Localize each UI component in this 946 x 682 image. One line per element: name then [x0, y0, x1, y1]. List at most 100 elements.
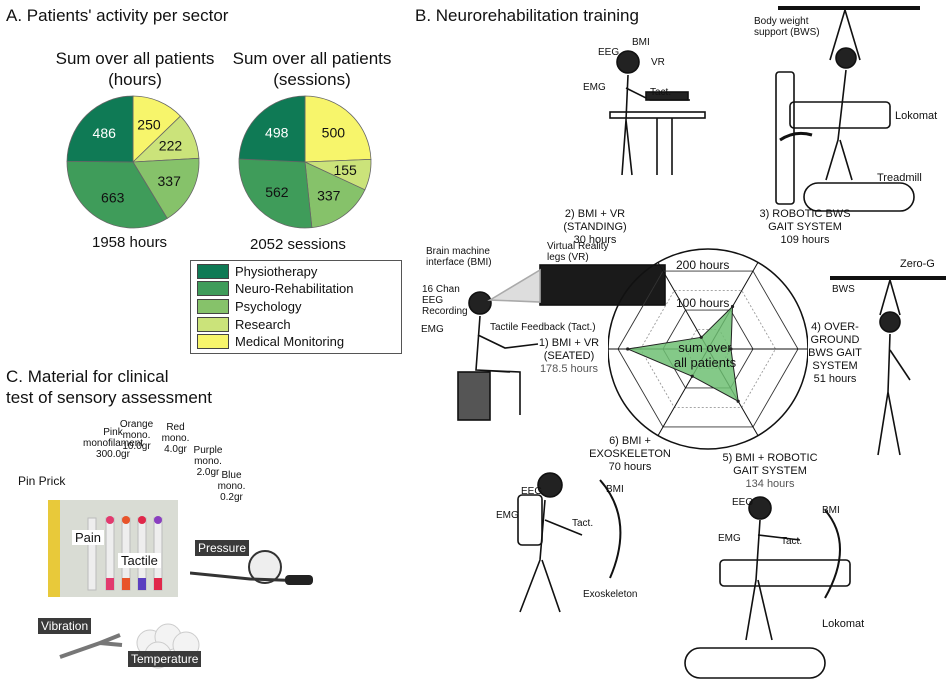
pie-value-label: 155	[333, 162, 357, 178]
label-purple-line1: Purple	[193, 445, 223, 456]
label-lokomat-5: Lokomat	[822, 618, 865, 630]
training-2-hours: 30 hours	[573, 234, 617, 246]
pie-sessions-subtitle-line1: Sum over all patients	[232, 49, 392, 68]
pie-value-label: 337	[317, 187, 341, 203]
pie-value-label: 250	[137, 116, 161, 132]
label-vr-long: Virtual Reality legs (VR)	[547, 241, 609, 263]
pie-hours-subtitle: Sum over all patients (hours)	[40, 48, 230, 90]
label-vr-standing: VR	[651, 57, 665, 68]
label-treadmill: Treadmill	[877, 172, 922, 184]
radar-chart	[608, 248, 808, 450]
label-bmi-exo: BMI	[606, 484, 624, 495]
label-emg-lokomat: EMG	[718, 533, 741, 544]
label-eeg-long-line2: EEG	[422, 295, 444, 306]
training-4-line4: SYSTEM	[812, 360, 858, 372]
zero-g-figure	[830, 276, 946, 456]
label-pink-line3: 300.0gr	[96, 449, 130, 460]
radar-outer-circle	[608, 248, 808, 450]
lokomat-robotic-figure	[775, 6, 920, 212]
training-2-label: 2) BMI + VR (STANDING) 30 hours	[540, 208, 650, 247]
exoskeleton-figure	[517, 472, 622, 613]
legend-swatch	[197, 299, 229, 314]
legend-label: Neuro-Rehabilitation	[235, 281, 354, 296]
training-6-hours: 70 hours	[608, 461, 652, 473]
training-illustrations	[457, 6, 946, 679]
pie-charts-svg: 250 222 337 663 486 500 155 337 562 498	[66, 95, 372, 229]
label-purple: Purple mono. 2.0gr	[188, 445, 228, 478]
legend-item-psychology: Psychology	[197, 299, 301, 314]
training-4-line3: BWS GAIT	[808, 347, 862, 359]
label-bws-line2: support (BWS)	[754, 27, 820, 38]
label-pink-line2: monofilament	[83, 438, 144, 449]
pie-value-label: 486	[93, 125, 117, 141]
label-tact-exo: Tact.	[572, 518, 594, 529]
training-1-hours: 178.5 hours	[539, 363, 599, 375]
radar-axis-line	[657, 262, 709, 350]
pie-slice-psychology	[304, 161, 366, 229]
label-pain: Pain	[72, 530, 105, 545]
label-red: Red mono. 4.0gr	[158, 422, 193, 455]
label-bmi-long: Brain machine interface (BMI)	[426, 246, 492, 268]
label-bmi-long-line1: Brain machine	[426, 246, 490, 257]
training-2-line1: 2) BMI + VR	[564, 208, 626, 220]
legend-item-medical-monitoring: Medical Monitoring	[197, 334, 344, 349]
label-orange-line2: mono.	[122, 430, 151, 441]
radar-ring-label-200: 200 hours	[676, 258, 730, 272]
pie-value-label: 663	[101, 190, 125, 206]
training-4-line1: 4) OVER-	[811, 321, 859, 333]
standing-bmi-figure	[609, 50, 706, 176]
pie-value-label: 498	[265, 124, 289, 140]
pie-chart-sessions: 500 155 337 562 498	[238, 95, 372, 229]
radar-center-label: sum over all patients	[660, 340, 750, 370]
label-zero-g: Zero-G	[900, 258, 935, 270]
label-tact-standing: Tact.	[650, 87, 672, 98]
label-eeg-standing: EEG	[598, 47, 620, 58]
legend-swatch	[197, 264, 229, 279]
legend-label: Physiotherapy	[235, 264, 318, 279]
pie-sessions-subtitle: Sum over all patients (sessions)	[217, 48, 407, 90]
label-eeg-lokomat: EEG	[732, 497, 754, 508]
label-bmi-standing: BMI	[632, 37, 650, 48]
label-pink-line1: Pink	[103, 427, 123, 438]
panel-b-title: B. Neurorehabilitation training	[415, 6, 639, 25]
pie-value-label: 222	[159, 138, 183, 154]
training-1-label: 1) BMI + VR (SEATED) 178.5 hours	[524, 337, 614, 376]
training-1-line2: (SEATED)	[543, 350, 595, 362]
training-1-line1: 1) BMI + VR	[538, 337, 600, 349]
label-eeg-long-line3: Recording	[422, 306, 468, 317]
label-pink: Pink monofilament 300.0gr	[83, 427, 143, 460]
legend-label: Psychology	[235, 299, 302, 314]
training-3-line2: GAIT SYSTEM	[768, 221, 842, 233]
training-5-line2: GAIT SYSTEM	[733, 465, 807, 477]
label-tact-long: Tactile Feedback (Tact.)	[490, 322, 596, 333]
legend-swatch	[197, 281, 229, 296]
label-orange-line1: Orange	[119, 419, 154, 430]
training-3-label: 3) ROBOTIC BWS GAIT SYSTEM 109 hours	[745, 208, 865, 247]
training-6-label: 6) BMI + EXOSKELETON 70 hours	[580, 435, 680, 474]
label-blue-line3: 0.2gr	[220, 492, 243, 503]
label-emg-standing: EMG	[583, 82, 606, 93]
pie-slice-physiotherapy	[66, 95, 134, 163]
label-purple-line3: 2.0gr	[196, 467, 220, 478]
pie-slice-psychology	[132, 157, 200, 219]
radar-series	[625, 304, 740, 403]
pie-value-label: 562	[265, 184, 289, 200]
training-3-line1: 3) ROBOTIC BWS	[759, 208, 851, 220]
pie-slice-neuro-rehabilitation	[66, 160, 168, 229]
radar-point	[730, 304, 735, 309]
label-eeg-long-line1: 16 Chan	[422, 284, 460, 295]
pie-value-label: 500	[322, 124, 346, 140]
label-temperature: Temperature	[128, 651, 202, 667]
label-bmi-long-line2: interface (BMI)	[426, 257, 492, 268]
legend-swatch	[197, 334, 229, 349]
legend-label: Medical Monitoring	[235, 334, 345, 349]
label-tact-lokomat: Tact.	[781, 536, 803, 547]
label-emg-seated: EMG	[421, 324, 444, 335]
training-4-line2: GROUND	[810, 334, 860, 346]
radar-point	[690, 374, 694, 378]
radar-ring-label-100: 100 hours	[676, 296, 730, 310]
panel-a-title: A. Patients' activity per sector	[6, 6, 229, 25]
seated-bmi-vr-figure	[457, 264, 666, 421]
legend-label: Research	[235, 317, 291, 332]
radar-point	[626, 347, 630, 351]
